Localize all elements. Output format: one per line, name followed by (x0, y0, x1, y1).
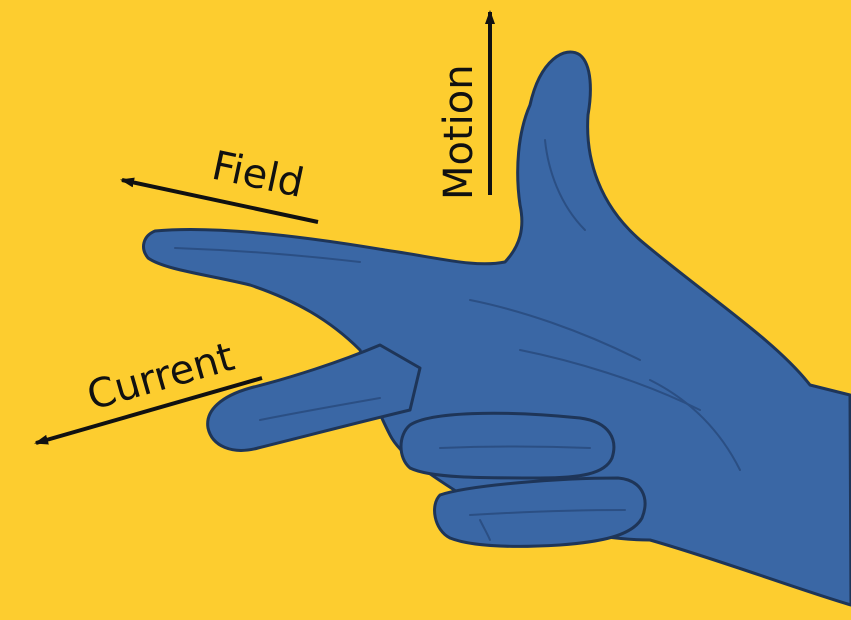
field-label: Field (208, 143, 308, 207)
hand-body (142, 50, 851, 607)
hand-creases (174, 139, 741, 541)
hand-icon (142, 50, 851, 607)
middle-finger (206, 343, 422, 452)
current-arrow (34, 376, 263, 445)
field-arrow (120, 177, 319, 224)
motion-label: Motion (436, 64, 482, 200)
